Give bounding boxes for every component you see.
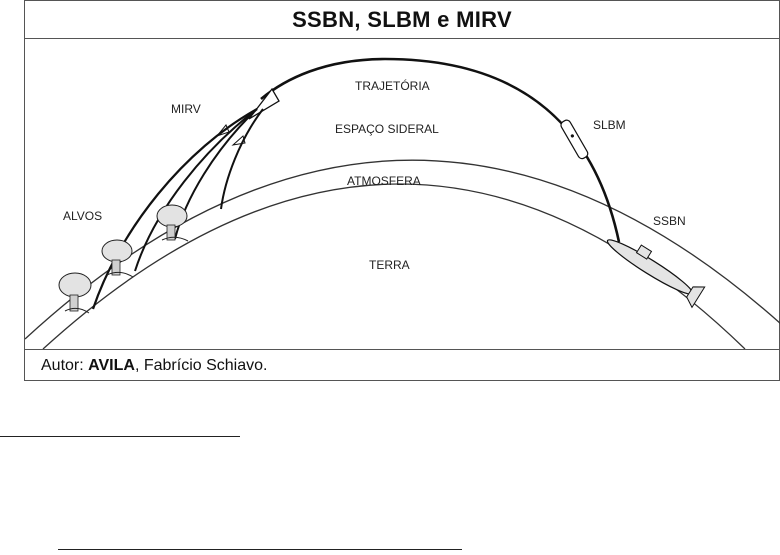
figure-caption: Autor: AVILA, Fabrício Schiavo. <box>25 349 779 382</box>
label-mirv: MIRV <box>171 102 201 116</box>
mirv-warhead <box>249 89 279 119</box>
main-trajectory <box>261 59 619 242</box>
label-earth: TERRA <box>369 258 410 272</box>
figure-title: SSBN, SLBM e MIRV <box>292 7 512 33</box>
label-outer-space: ESPAÇO SIDERAL <box>335 122 439 136</box>
label-ssbn: SSBN <box>653 214 686 228</box>
label-targets: ALVOS <box>63 209 102 223</box>
reentry-path <box>175 109 257 239</box>
reentry-path <box>135 109 257 271</box>
label-slbm: SLBM <box>593 118 626 132</box>
ssbn-submarine <box>601 229 706 308</box>
label-atmosphere: ATMOSFERA <box>347 174 421 188</box>
caption-prefix: Autor: <box>41 357 88 375</box>
target-explosion <box>59 273 91 313</box>
title-bar: SSBN, SLBM e MIRV <box>25 1 779 39</box>
label-trajectory: TRAJETÓRIA <box>355 78 430 93</box>
caption-author: AVILA <box>88 357 135 375</box>
caption-rest: , Fabrício Schiavo. <box>135 357 268 375</box>
figure-frame: SSBN, SLBM e MIRV <box>24 0 780 381</box>
footnote-separator <box>58 549 462 550</box>
slbm-missile <box>560 119 590 160</box>
trajectory-diagram: TRAJETÓRIA ESPAÇO SIDERAL ATMOSFERA TERR… <box>25 39 780 349</box>
footnote-separator <box>0 436 240 437</box>
